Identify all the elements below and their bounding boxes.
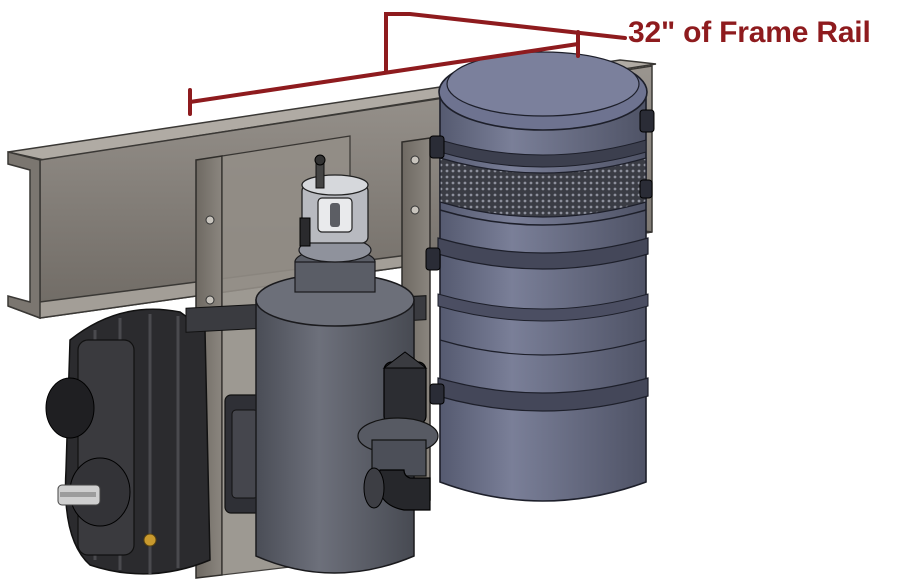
frame-rail-end (7, 151, 41, 320)
tank-latch (639, 109, 655, 133)
bolt (410, 205, 420, 215)
tank-seam-3 (439, 339, 647, 356)
valve-lever (299, 217, 311, 247)
valve-top (301, 174, 369, 196)
tank-clamp-band-1 (437, 237, 649, 270)
tank-latch (429, 135, 445, 159)
pump-shaft-key (60, 492, 96, 497)
frame-rail-length-label: 32" of Frame Rail (628, 16, 871, 49)
tank-mesh-band (439, 157, 647, 218)
tank-seam-1 (439, 209, 647, 226)
flange-inner (231, 409, 259, 499)
top-valve (299, 154, 369, 247)
tank-lid-top (446, 51, 640, 117)
dimension-annotation (188, 12, 627, 116)
reservoir-tank (425, 51, 655, 502)
bolt (410, 155, 420, 165)
tank-clamp-band-3 (437, 293, 649, 322)
dimension-line (188, 42, 580, 104)
motor-flange (224, 394, 266, 514)
bolt (205, 215, 215, 225)
tank-latch (429, 383, 445, 405)
elbow-opening (363, 467, 385, 509)
valve-window-slot (330, 203, 340, 227)
tank-latch (425, 247, 441, 271)
tank-latch (639, 179, 653, 199)
brass-fitting (143, 533, 157, 547)
check-valve-body (383, 361, 427, 425)
tank-upper-band (439, 139, 647, 168)
pump-assembly (45, 308, 211, 575)
check-valve-cap (382, 351, 428, 369)
canister-neck (294, 261, 376, 293)
valve-knob (314, 154, 326, 166)
valve-stem (315, 161, 325, 189)
leader-line (384, 12, 627, 74)
pump-upper-shaft-housing (45, 377, 95, 439)
side-outlet (357, 351, 439, 511)
bolt (205, 295, 215, 305)
tank-clamp-band-2 (437, 377, 649, 412)
